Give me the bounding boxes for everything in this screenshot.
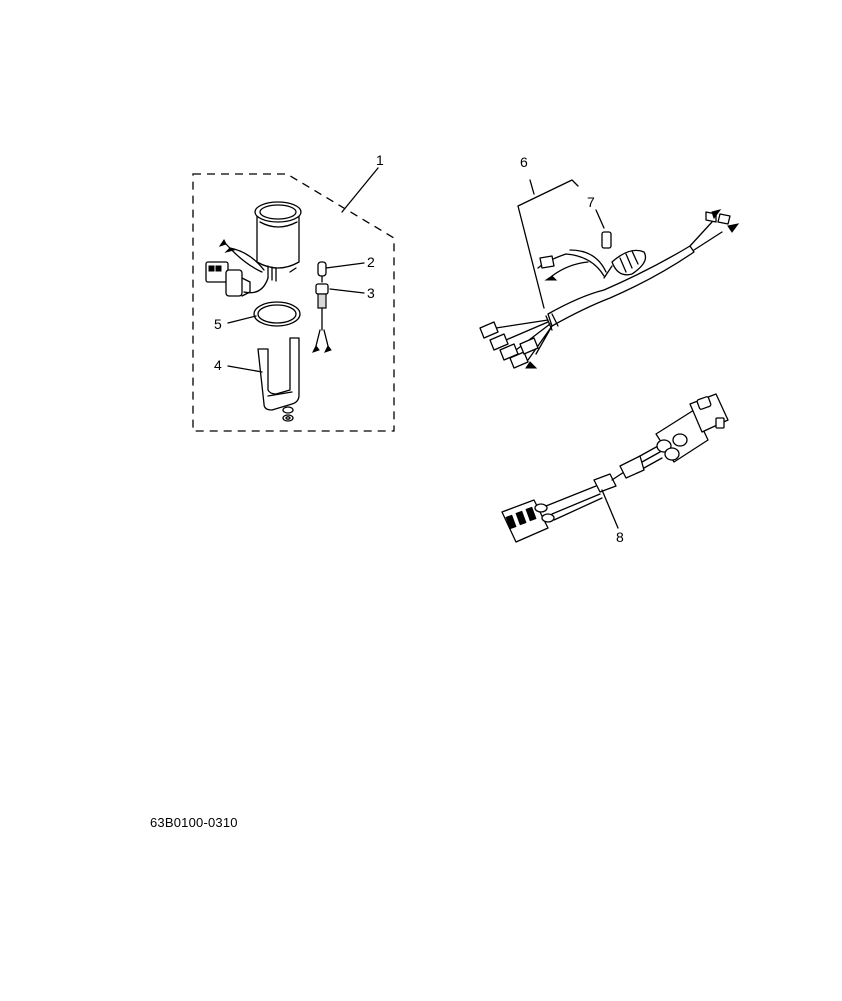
kit-dashed-outline <box>192 173 395 432</box>
leader-3 <box>329 288 365 294</box>
adapter-harness-group <box>501 393 729 543</box>
leader-7 <box>595 209 605 229</box>
part-7-fuse <box>601 231 612 249</box>
callout-2: 2 <box>367 254 375 270</box>
gauge-coupler <box>205 239 269 297</box>
leader-2 <box>325 262 365 269</box>
gauge-body <box>254 201 302 282</box>
callout-5: 5 <box>214 316 222 332</box>
meter-kit-group <box>192 167 395 432</box>
wire-harness-group <box>479 179 740 369</box>
part-2-bulb <box>289 261 327 283</box>
callout-labels: 1 2 3 4 5 6 7 8 <box>214 152 624 545</box>
callout-3: 3 <box>367 285 375 301</box>
callout-8: 8 <box>616 529 624 545</box>
callout-1: 1 <box>376 152 384 168</box>
leader-6 <box>517 179 579 309</box>
callout-6: 6 <box>520 154 528 170</box>
part-3-socket <box>312 283 332 353</box>
leader-5 <box>227 315 257 324</box>
leader-8 <box>601 489 619 529</box>
leader-1 <box>341 167 379 213</box>
leader-4 <box>227 365 263 373</box>
part-5-gasket <box>253 301 301 327</box>
part-4-bracket <box>257 337 300 422</box>
callout-4: 4 <box>214 357 222 373</box>
figure-code: 63B0100-0310 <box>150 815 238 830</box>
callout-7: 7 <box>587 194 595 210</box>
